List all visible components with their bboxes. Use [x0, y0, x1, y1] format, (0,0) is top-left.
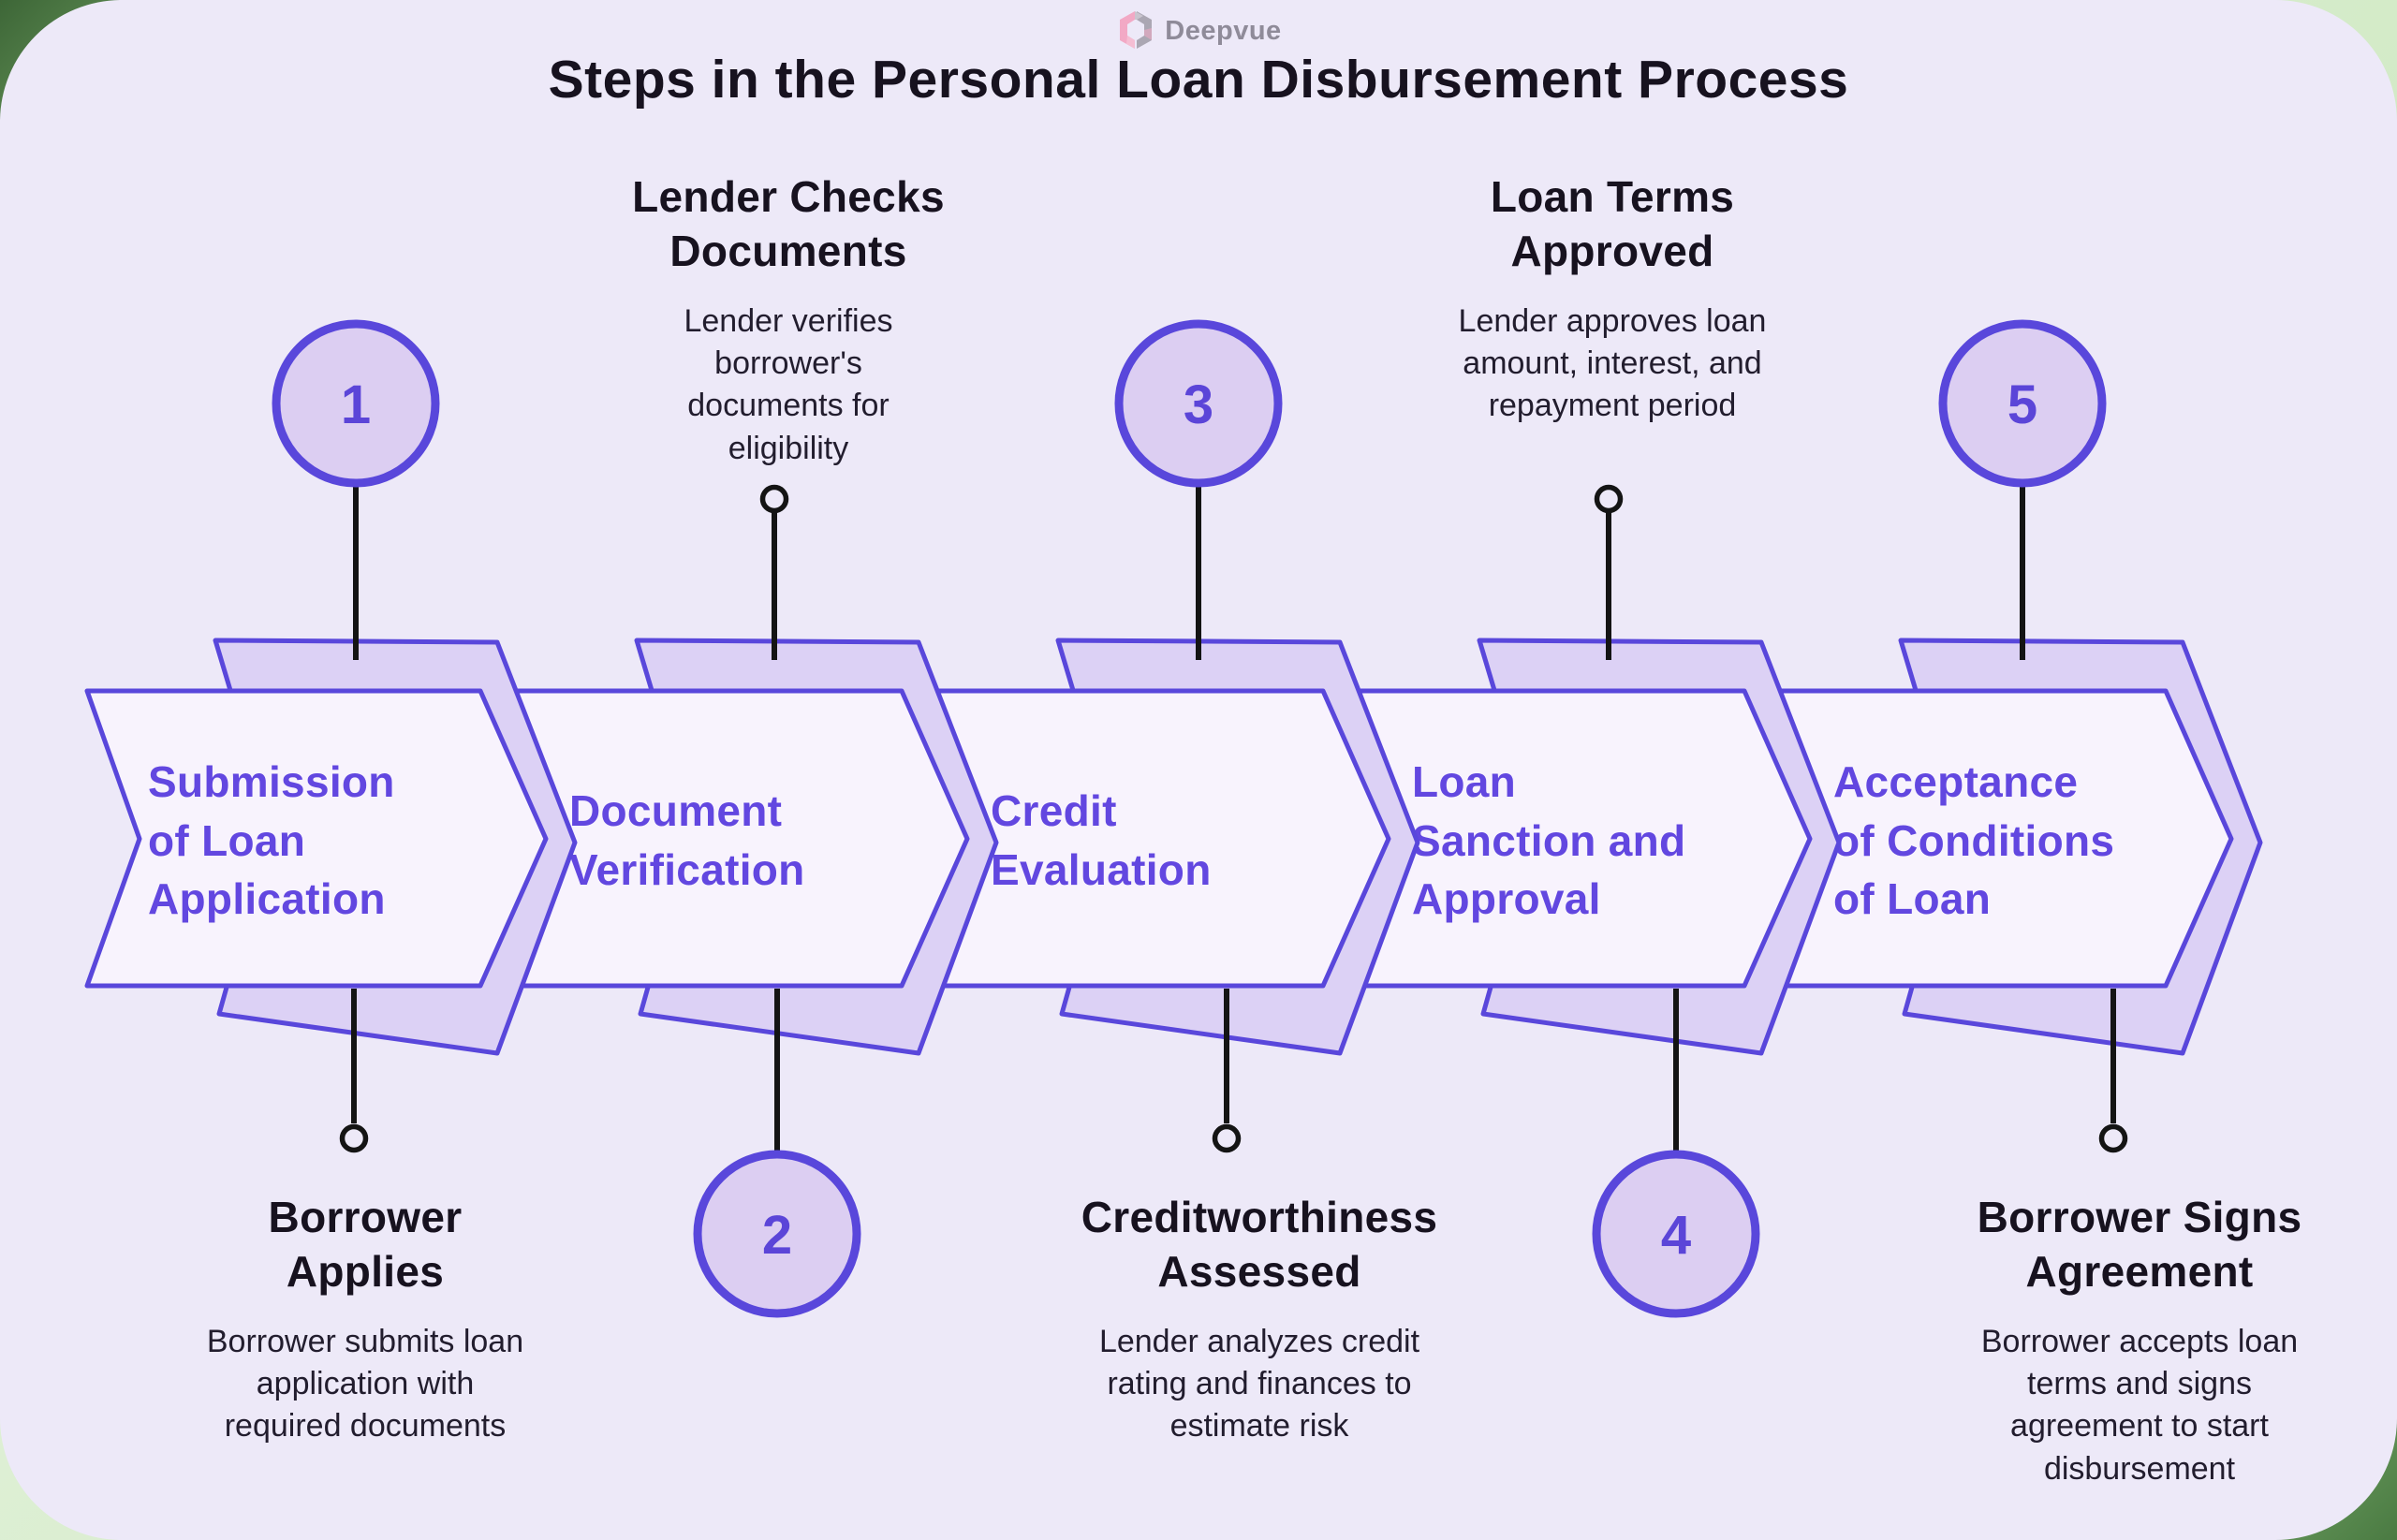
step-5-note: Borrower Signs Agreement Borrower accept… [1915, 1191, 2364, 1490]
chevron-front-arrow [84, 688, 549, 989]
page-title: Steps in the Personal Loan Disbursement … [548, 50, 1849, 110]
step-1-label: Submission of Loan Application [148, 757, 395, 924]
step-1-number: 1 [341, 374, 371, 435]
step-3-note-desc: Lender analyzes credit rating and financ… [1098, 1324, 1420, 1445]
step-4-note-desc: Lender approves loan amount, interest, a… [1458, 303, 1767, 424]
step-3: Credit Evaluation [902, 625, 1492, 1093]
step-1-number-circle [272, 319, 440, 488]
step-1-note-title: Borrower Applies [268, 1193, 463, 1296]
step-2-note-title: Lender Checks Documents [632, 172, 945, 275]
deepvue-logo: Deepvue [0, 9, 2397, 52]
chevron-shape-4 [1348, 638, 1842, 1056]
step-5-number-circle [1938, 319, 2107, 488]
step-4-label: Loan Sanction and Approval [1412, 757, 1686, 924]
step-2-number-circle [693, 1150, 861, 1318]
step-4-number-circle [1592, 1150, 1760, 1318]
step-4-number: 4 [1661, 1205, 1691, 1266]
step-1-note: Borrower Applies Borrower submits loan a… [140, 1191, 590, 1448]
step-3-label: Credit Evaluation [991, 786, 1212, 894]
chevron-shape-2 [506, 638, 999, 1056]
step-1: Submission of Loan Application [59, 625, 649, 1093]
step-4: Loan Sanction and Approval [1323, 625, 1913, 1093]
chevron-shape-5 [1770, 638, 2263, 1056]
step-5-end-ring [2098, 1123, 2128, 1153]
step-2-number: 2 [762, 1205, 792, 1266]
step-3-note-title: Creditworthiness Assessed [1081, 1193, 1438, 1296]
step-2-label: Document Verification [569, 786, 805, 894]
step-5-note-desc: Borrower accepts loan terms and signs ag… [1980, 1324, 2299, 1487]
step-3-note: Creditworthiness Assessed Lender analyze… [1035, 1191, 1484, 1448]
step-4-note: Loan Terms Approved Lender approves loan… [1388, 170, 1837, 428]
chevron-shape-1 [84, 638, 578, 1056]
step-2-start-ring [759, 484, 789, 514]
step-4-start-ring [1594, 484, 1624, 514]
step-5-number: 5 [2007, 374, 2037, 435]
step-2-note-desc: Lender verifies borrower's documents for… [684, 303, 893, 466]
step-1-end-ring [339, 1123, 369, 1153]
deepvue-logo-text: Deepvue [1165, 15, 1282, 46]
step-3-end-ring [1212, 1123, 1242, 1153]
step-3-number-circle [1114, 319, 1283, 488]
step-5: Acceptance of Conditions of Loan [1744, 625, 2334, 1093]
step-2-note: Lender Checks Documents Lender verifies … [564, 170, 1013, 470]
step-3-number: 3 [1184, 374, 1213, 435]
step-5-note-title: Borrower Signs Agreement [1977, 1193, 2302, 1296]
deepvue-logo-icon [1120, 11, 1153, 49]
step-1-note-desc: Borrower submits loan application with r… [206, 1324, 524, 1445]
step-2: Document Verification [480, 625, 1070, 1093]
step-4-note-title: Loan Terms Approved [1490, 172, 1735, 275]
step-5-label: Acceptance of Conditions of Loan [1833, 757, 2115, 924]
